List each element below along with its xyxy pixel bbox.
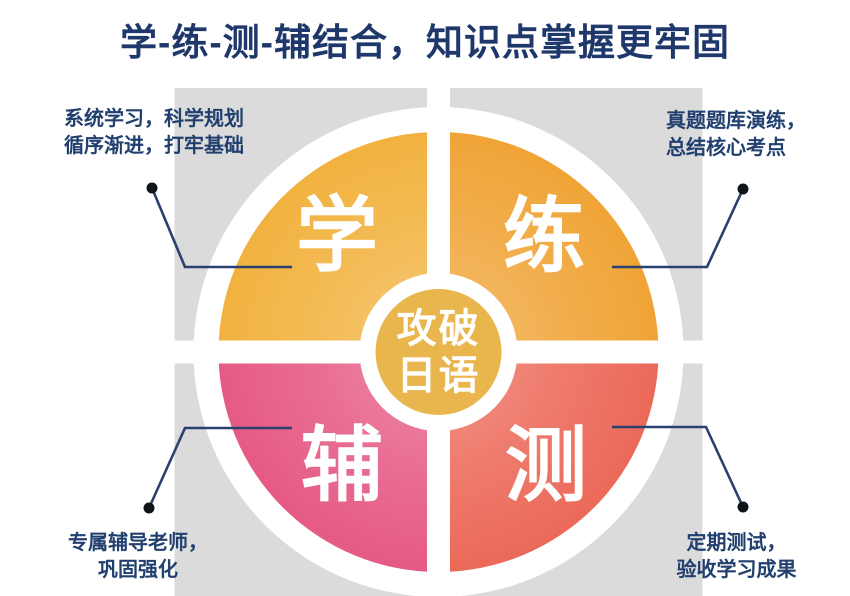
connector-line-top-left: [150, 187, 292, 269]
hub-label-line1: 攻破: [397, 307, 481, 351]
page-title: 学-练-测-辅结合，知识点掌握更牢固: [120, 22, 730, 63]
annotation-top-left: 系统学习，科学规划 循序渐进，打牢基础: [64, 106, 244, 160]
hub-gold-circle: [375, 289, 502, 415]
annotation-bottom-left: 专属辅导老师， 巩固强化: [63, 530, 213, 584]
annotation-bottom-left-line2: 巩固强化: [98, 559, 178, 581]
connector-line-top-right: [612, 188, 745, 269]
connector-line-bottom-right: [612, 425, 745, 508]
hub-label-line2: 日语: [397, 354, 481, 398]
quadrant-tutor-label: 辅: [301, 421, 383, 512]
connector-dot-top-left: [146, 182, 158, 194]
connector-dot-top-right: [737, 183, 749, 195]
connector-line-bottom-left: [147, 426, 292, 509]
annotation-top-right: 真题题库演练， 总结核心考点: [666, 108, 806, 162]
annotation-bottom-left-line1: 专属辅导老师，: [68, 532, 208, 554]
annotation-top-right-line1: 真题题库演练，: [666, 110, 806, 132]
annotation-top-right-line2: 总结核心考点: [666, 137, 786, 159]
quadrant-test-label: 测: [505, 421, 587, 512]
quadrant-learn-label: 学: [296, 191, 378, 282]
connector-dot-bottom-right: [737, 501, 749, 513]
annotation-top-left-line2: 循序渐进，打牢基础: [64, 135, 244, 157]
quadrant-practice-label: 练: [503, 192, 585, 283]
connector-dot-bottom-left: [143, 502, 155, 514]
annotation-top-left-line1: 系统学习，科学规划: [64, 108, 244, 130]
annotation-bottom-right-line1: 定期测试，: [686, 532, 787, 554]
annotation-bottom-right-line2: 验收学习成果: [676, 559, 797, 581]
annotation-bottom-right: 定期测试， 验收学习成果: [668, 530, 805, 584]
